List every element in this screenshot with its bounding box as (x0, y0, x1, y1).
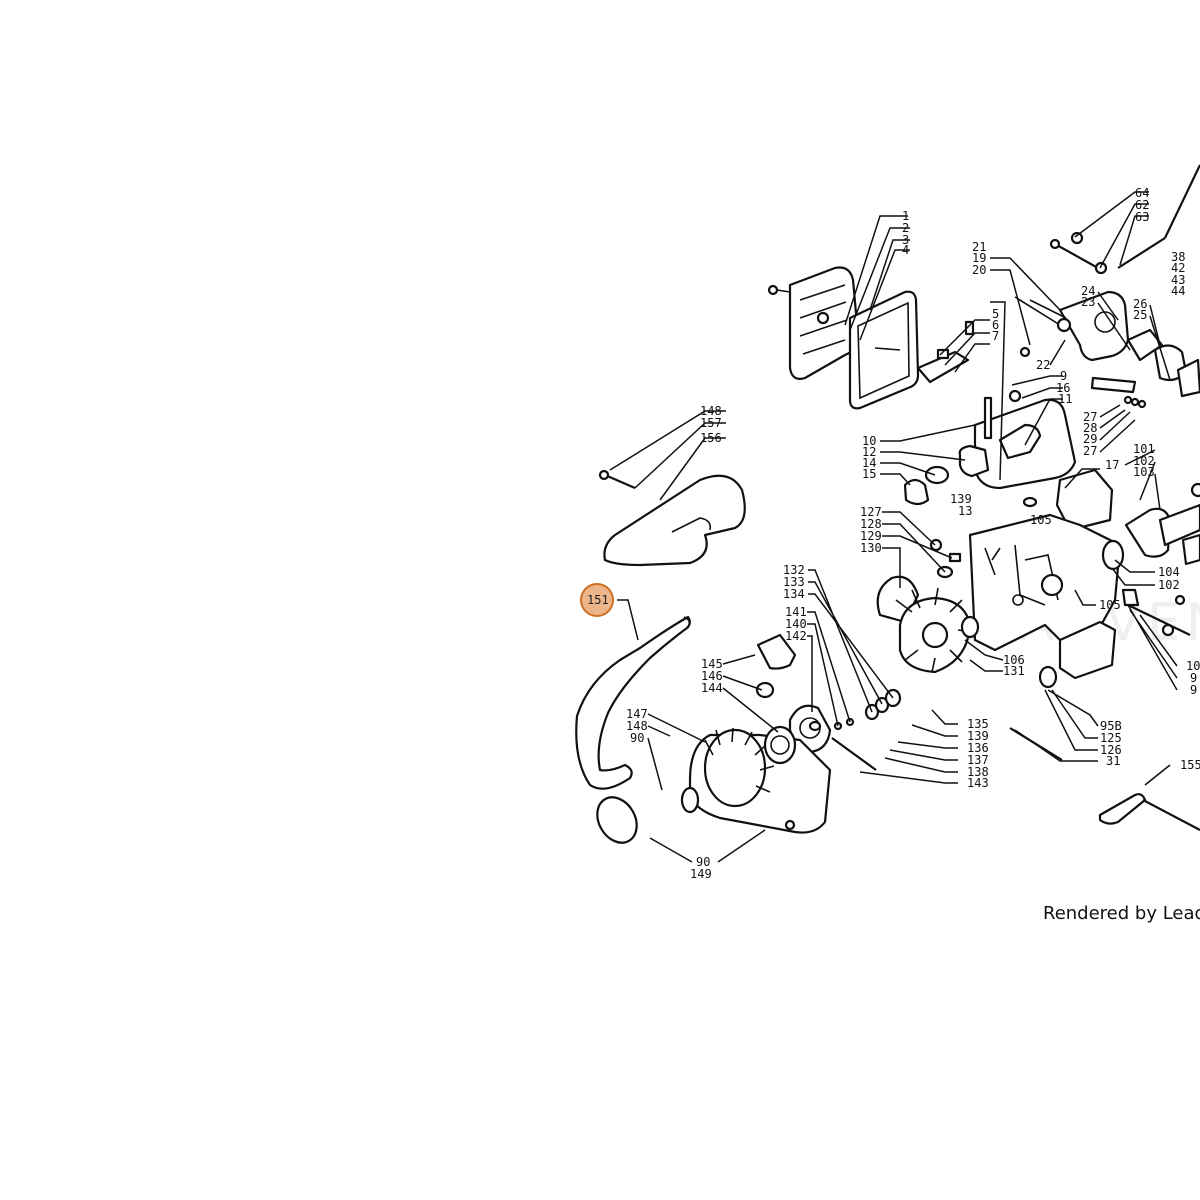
callout-label: 105 (1099, 598, 1121, 612)
callout-label: 9 (1190, 683, 1197, 697)
callout-label: 14 (862, 456, 876, 470)
callout-label: 104 (1158, 565, 1180, 579)
callout-label: 3 (902, 233, 909, 247)
callout-label: 12 (862, 445, 876, 459)
hotspot-label: 151 (587, 593, 609, 607)
callout-label: 19 (972, 251, 986, 265)
callout-label: 7 (992, 329, 999, 343)
callout-label: 26 (1133, 297, 1147, 311)
callout-label: 157 (700, 416, 722, 430)
callout-label: 29 (1083, 432, 1097, 446)
callout-label: 27 (1083, 410, 1097, 424)
flywheel (876, 538, 980, 674)
callout-label: 134 (783, 587, 805, 601)
callout-label: 106 (1003, 653, 1025, 667)
callout-label: 148 (626, 719, 648, 733)
callout-label: 105 (1030, 513, 1052, 527)
callout-label: 44 (1171, 284, 1185, 298)
callout-labels: 1 2 3 4 5 6 7 9 16 11 10 12 14 15 139 13… (626, 186, 1200, 881)
callout-label: 129 (860, 529, 882, 543)
callout-label: 27 (1083, 444, 1097, 458)
handle-guard (598, 469, 746, 567)
callout-label: 2 (902, 221, 909, 235)
callout-label: 132 (783, 563, 805, 577)
render-credit: Rendered by LeadV (1043, 903, 1200, 924)
air-filter-cover (767, 266, 860, 380)
callout-label: 149 (690, 867, 712, 881)
callout-label: 102 (1133, 454, 1155, 468)
callout-label: 64 (1135, 186, 1149, 200)
callout-label: 143 (967, 776, 989, 790)
callout-label: 127 (860, 505, 882, 519)
callout-label: 128 (860, 517, 882, 531)
callout-label: 63 (1135, 210, 1149, 224)
callout-label: 139 (967, 729, 989, 743)
callout-label: 102 (1158, 578, 1180, 592)
callout-label: 1 (902, 209, 909, 223)
callout-label: 147 (626, 707, 648, 721)
callout-label: 10 (862, 434, 876, 448)
callout-label: 16 (1056, 381, 1070, 395)
callout-label: 4 (902, 243, 909, 257)
callout-label: 103 (1133, 465, 1155, 479)
callout-label: 9 (1190, 671, 1197, 685)
leader-lines (609, 191, 1178, 863)
carburetor-parts (916, 164, 1200, 409)
callout-label: 13 (958, 504, 972, 518)
callout-label: 138 (967, 765, 989, 779)
callout-label: 24 (1081, 284, 1095, 298)
callout-label: 9 (1060, 369, 1067, 383)
fuel-hose-151 (575, 615, 691, 844)
callout-label: 31 (1106, 754, 1120, 768)
callout-label: 148 (700, 404, 722, 418)
callout-label: 28 (1083, 421, 1097, 435)
callout-label: 5 (992, 307, 999, 321)
callout-label: 62 (1135, 198, 1149, 212)
callout-label: 141 (785, 605, 807, 619)
callout-label: 145 (701, 657, 723, 671)
callout-label: 144 (701, 681, 723, 695)
callout-label: 17 (1105, 458, 1119, 472)
crankcase (968, 513, 1122, 689)
callout-label: 146 (701, 669, 723, 683)
callout-label: 23 (1081, 295, 1095, 309)
callout-label: 101 (1133, 442, 1155, 456)
callout-label: 90 (696, 855, 710, 869)
callout-label: 133 (783, 575, 805, 589)
callout-label: 6 (992, 318, 999, 332)
callout-label: 21 (972, 240, 986, 254)
callout-label: 95B (1100, 719, 1122, 733)
callout-label: 15 (862, 467, 876, 481)
cylinder-housing (903, 389, 1114, 532)
callout-label: 142 (785, 629, 807, 643)
callout-label: 11 (1058, 392, 1072, 406)
callout-label: 90 (630, 731, 644, 745)
callout-label: 125 (1100, 731, 1122, 745)
callout-151-hotspot[interactable]: 151 (580, 583, 614, 617)
callout-label: 156 (700, 431, 722, 445)
callout-label: 42 (1171, 261, 1185, 275)
callout-label: 135 (967, 717, 989, 731)
callout-label: 137 (967, 753, 989, 767)
callout-label: 140 (785, 617, 807, 631)
callout-label: 130 (860, 541, 882, 555)
callout-label: 38 (1171, 250, 1185, 264)
callout-label: 155 (1180, 758, 1200, 772)
callout-label: 25 (1133, 308, 1147, 322)
callout-label: 10 (1186, 659, 1200, 673)
callout-label: 22 (1036, 358, 1050, 372)
callout-label: 139 (950, 492, 972, 506)
callout-label: 131 (1003, 664, 1025, 678)
air-filter-element (848, 290, 920, 410)
hotspot-marker[interactable] (580, 583, 614, 617)
callout-label: 20 (972, 263, 986, 277)
callout-label: 126 (1100, 743, 1122, 757)
starter-housing (680, 725, 877, 834)
callout-label: 136 (967, 741, 989, 755)
callout-label: 43 (1171, 273, 1185, 287)
